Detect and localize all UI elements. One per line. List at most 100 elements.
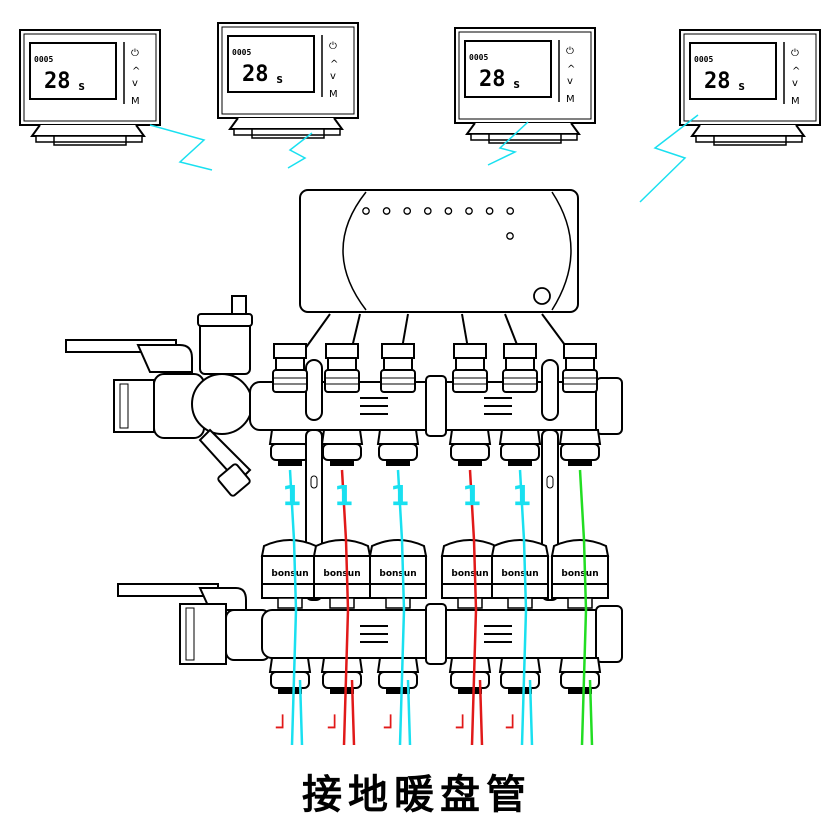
return-flow-mark: ┘ xyxy=(505,714,519,741)
thermostat-3: 0005 28 s ⏻ ^ v M xyxy=(454,27,596,144)
chevron-down-icon[interactable]: v xyxy=(567,76,573,87)
supply-flow-mark: 1 xyxy=(462,479,481,512)
outlet-union xyxy=(179,603,227,665)
thermostat-clock: 0005 xyxy=(469,53,488,62)
loop-supply-pipe xyxy=(288,469,298,746)
thermostat-clock: 0005 xyxy=(34,55,53,64)
indicator-leds xyxy=(362,207,515,215)
indicator-led xyxy=(403,207,412,215)
wireless-signals xyxy=(149,114,699,203)
supply-outlet xyxy=(269,429,311,467)
loop-return-pipe xyxy=(350,679,356,746)
wireless-signal-3 xyxy=(487,121,529,166)
bracket xyxy=(541,359,559,421)
air-vent xyxy=(199,321,251,375)
thermostat-temp: 28 xyxy=(44,69,71,94)
chevron-up-icon[interactable]: ^ xyxy=(132,66,140,77)
mode-button[interactable]: M xyxy=(566,94,575,105)
loop-supply-pipe xyxy=(518,469,528,746)
supply-end-cap xyxy=(595,377,623,435)
thermostat-temp: 28 xyxy=(242,62,269,87)
wiring-controller xyxy=(299,189,579,313)
reset-button[interactable] xyxy=(533,287,551,305)
loop-supply-pipe xyxy=(340,469,350,746)
strainer-body xyxy=(191,373,253,435)
supply-valve xyxy=(452,343,488,393)
supply-outlet xyxy=(377,429,419,467)
chevron-up-icon[interactable]: ^ xyxy=(330,59,338,70)
supply-valve xyxy=(324,343,360,393)
power-icon[interactable]: ⏻ xyxy=(791,48,799,59)
return-outlet xyxy=(559,657,601,695)
return-outlet xyxy=(269,657,311,695)
actuator-brand-label: bonsun xyxy=(561,569,598,579)
supply-outlet xyxy=(449,429,491,467)
mode-button[interactable]: M xyxy=(791,96,800,107)
chevron-down-icon[interactable]: v xyxy=(330,71,336,82)
thermostat-4: 0005 28 s ⏻ ^ v M xyxy=(679,29,821,146)
return-flow-mark: ┘ xyxy=(275,714,289,741)
mode-button[interactable]: M xyxy=(329,89,338,100)
thermostat-clock: 0005 xyxy=(694,55,713,64)
power-icon[interactable]: ⏻ xyxy=(131,48,139,59)
return-outlet xyxy=(377,657,419,695)
return-outlet xyxy=(449,657,491,695)
loop-supply-pipe xyxy=(578,469,588,746)
actuator-brand-label: bonsun xyxy=(271,569,308,579)
chevron-down-icon[interactable]: v xyxy=(132,78,138,89)
supply-flow-mark: 1 xyxy=(390,479,409,512)
loop-return-pipe xyxy=(588,679,594,746)
thermostat-clock: 0005 xyxy=(232,48,251,57)
return-flow-mark: ┘ xyxy=(327,714,341,741)
thermostat-1: 0005 28 s ⏻ ^ v M xyxy=(19,29,161,146)
return-outlet xyxy=(499,657,541,695)
thermostat-temp: 28 xyxy=(704,69,731,94)
supply-outlet xyxy=(559,429,601,467)
power-led xyxy=(506,232,514,240)
indicator-led xyxy=(423,207,432,215)
supply-valve xyxy=(562,343,598,393)
supply-outlet xyxy=(499,429,541,467)
indicator-led xyxy=(382,207,391,215)
floor-heating-loops xyxy=(288,469,594,746)
chevron-down-icon[interactable]: v xyxy=(792,78,798,89)
wireless-signal-2 xyxy=(287,132,313,169)
loop-return-pipe xyxy=(528,679,534,746)
loop-supply-pipe xyxy=(468,469,478,746)
actuator-brand-label: bonsun xyxy=(323,569,360,579)
return-flow-mark: ┘ xyxy=(455,714,469,741)
indicator-led xyxy=(485,207,494,215)
supply-flow-mark: 1 xyxy=(282,479,301,512)
supply-manifold xyxy=(65,295,623,497)
thermostat-unit: s xyxy=(738,79,745,93)
supply-valve xyxy=(380,343,416,393)
chevron-up-icon[interactable]: ^ xyxy=(792,66,800,77)
thermostat-unit: s xyxy=(513,77,520,91)
supply-valve xyxy=(272,343,308,393)
supply-valve xyxy=(502,343,538,393)
supply-flow-mark: 1 xyxy=(512,479,531,512)
power-icon[interactable]: ⏻ xyxy=(566,46,574,57)
indicator-led xyxy=(362,207,370,215)
power-icon[interactable]: ⏻ xyxy=(329,41,337,52)
return-end-cap xyxy=(595,605,623,663)
thermostat-unit: s xyxy=(78,79,85,93)
loop-return-pipe xyxy=(298,679,304,746)
bracket xyxy=(305,359,323,421)
loop-return-pipe xyxy=(478,679,484,746)
indicator-led xyxy=(444,207,453,215)
return-outlet xyxy=(321,657,363,695)
indicator-led xyxy=(506,207,515,215)
wireless-signal-4 xyxy=(639,114,699,203)
chevron-up-icon[interactable]: ^ xyxy=(567,64,575,75)
actuator-brand-label: bonsun xyxy=(501,569,538,579)
mode-button[interactable]: M xyxy=(131,96,140,107)
actuator-brand-label: bonsun xyxy=(451,569,488,579)
loop-supply-pipe xyxy=(396,469,406,746)
thermostat-temp: 28 xyxy=(479,67,506,92)
thermostat-2: 0005 28 s ⏻ ^ v M xyxy=(217,22,359,139)
supply-outlet xyxy=(321,429,363,467)
